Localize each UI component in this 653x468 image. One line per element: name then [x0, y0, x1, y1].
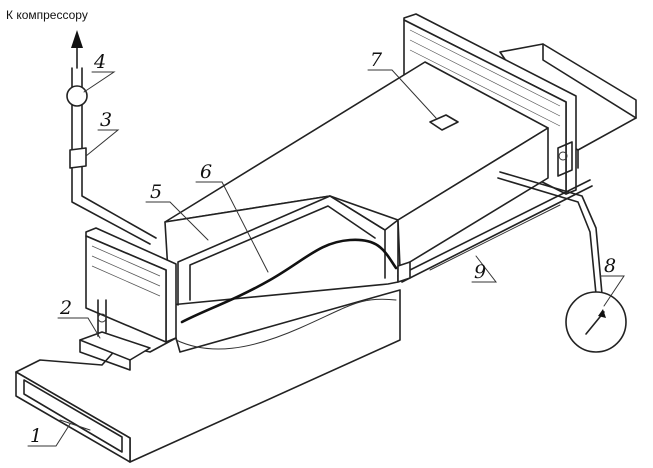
leader-lines [27, 69, 625, 447]
test-section [175, 238, 398, 350]
arrow-up-icon [71, 30, 83, 48]
label-9: 9 [474, 261, 486, 283]
bracket [79, 299, 151, 371]
caption: К компрессору [6, 8, 88, 22]
left-flange [85, 227, 177, 343]
label-8: 8 [604, 255, 616, 277]
label-2: 2 [59, 297, 72, 319]
label-3: 3 [100, 109, 112, 131]
suction-pipe [66, 30, 157, 245]
label-4: 4 [93, 51, 106, 73]
label-6: 6 [200, 161, 212, 183]
chamber [164, 61, 549, 306]
manometer-line [497, 171, 627, 353]
label-1: 1 [30, 425, 42, 447]
label-7: 7 [370, 49, 383, 71]
inlet-duct [15, 289, 401, 463]
valve-icon [69, 147, 87, 169]
label-5: 5 [150, 181, 162, 203]
gauge-icon [66, 85, 88, 107]
